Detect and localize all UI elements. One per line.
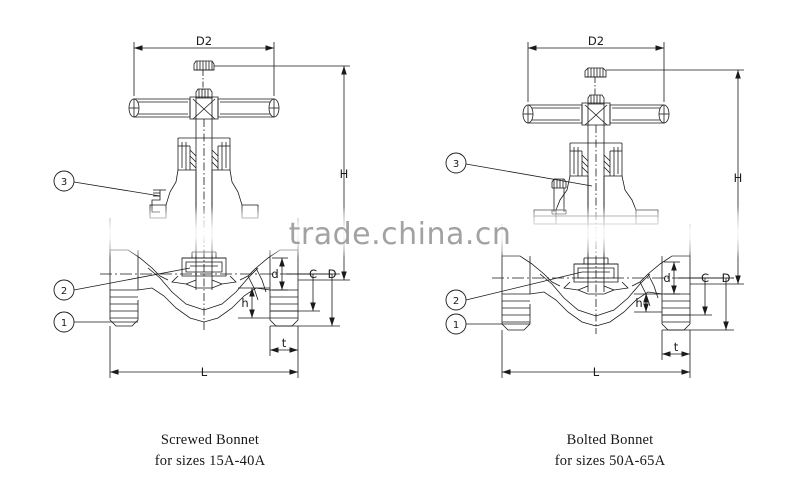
caption-screwed-bonnet: Screwed Bonnet for sizes 15A-40A xyxy=(96,430,324,472)
balloon-circles-right xyxy=(445,152,467,335)
dimension-d-cap-right xyxy=(662,277,734,331)
label-d2-right: D2 xyxy=(588,34,604,48)
caption-right-line2: for sizes 50A-65A xyxy=(554,453,666,470)
label-t-right: t xyxy=(674,340,679,354)
dimension-l-left xyxy=(109,326,299,378)
dimension-h-left xyxy=(214,65,350,281)
label-h-left: H xyxy=(340,167,349,181)
handwheel-assembly-right xyxy=(522,67,670,126)
balloon-3-right: 3 xyxy=(453,159,459,170)
caption-left-line1: Screwed Bonnet xyxy=(160,432,260,448)
label-h-small-right: h xyxy=(635,296,642,310)
handwheel-assembly-left xyxy=(128,60,280,120)
label-d2-left: D2 xyxy=(196,34,212,48)
balloon-1-left: 1 xyxy=(61,318,67,329)
figure-bolted-bonnet xyxy=(445,42,744,378)
balloon-circles-left xyxy=(53,170,75,333)
balloon-leaders-right xyxy=(465,163,593,325)
dimension-l-right xyxy=(501,330,691,378)
figure-screwed-bonnet xyxy=(53,42,350,378)
label-h-small-left: h xyxy=(241,296,248,310)
balloon-2-left: 2 xyxy=(61,286,67,297)
balloon-1-right: 1 xyxy=(453,320,459,331)
label-c-right: C xyxy=(701,271,709,285)
dimension-h-small-right xyxy=(634,293,662,313)
label-t-left: t xyxy=(282,336,287,350)
dimension-d-cap-left xyxy=(270,273,340,327)
dimension-h-right xyxy=(606,69,744,285)
valve-body-left xyxy=(109,218,299,327)
label-l-left: L xyxy=(201,365,208,379)
label-d-cap-left: D xyxy=(328,267,337,281)
label-l-right: L xyxy=(593,365,600,379)
balloon-leaders-left xyxy=(73,181,191,323)
dimension-d2-left xyxy=(133,42,275,96)
label-h-right: H xyxy=(734,171,743,185)
dimension-h-small-left xyxy=(238,287,270,319)
caption-left-line2: for sizes 15A-40A xyxy=(154,453,266,470)
label-d-small-left: d xyxy=(271,267,278,281)
label-d-cap-right: D xyxy=(722,271,731,285)
label-c-left: C xyxy=(309,267,317,281)
balloon-2-right: 2 xyxy=(453,296,459,307)
bonnet-and-stem-left xyxy=(149,119,259,330)
label-d-small-right: d xyxy=(663,271,670,285)
balloon-3-left: 3 xyxy=(61,177,67,188)
caption-right-line1: Bolted Bonnet xyxy=(566,432,654,448)
dimension-t-left xyxy=(269,326,299,356)
dimension-d2-right xyxy=(527,42,665,102)
caption-bolted-bonnet: Bolted Bonnet for sizes 50A-65A xyxy=(496,430,724,472)
dimension-t-right xyxy=(661,330,691,360)
